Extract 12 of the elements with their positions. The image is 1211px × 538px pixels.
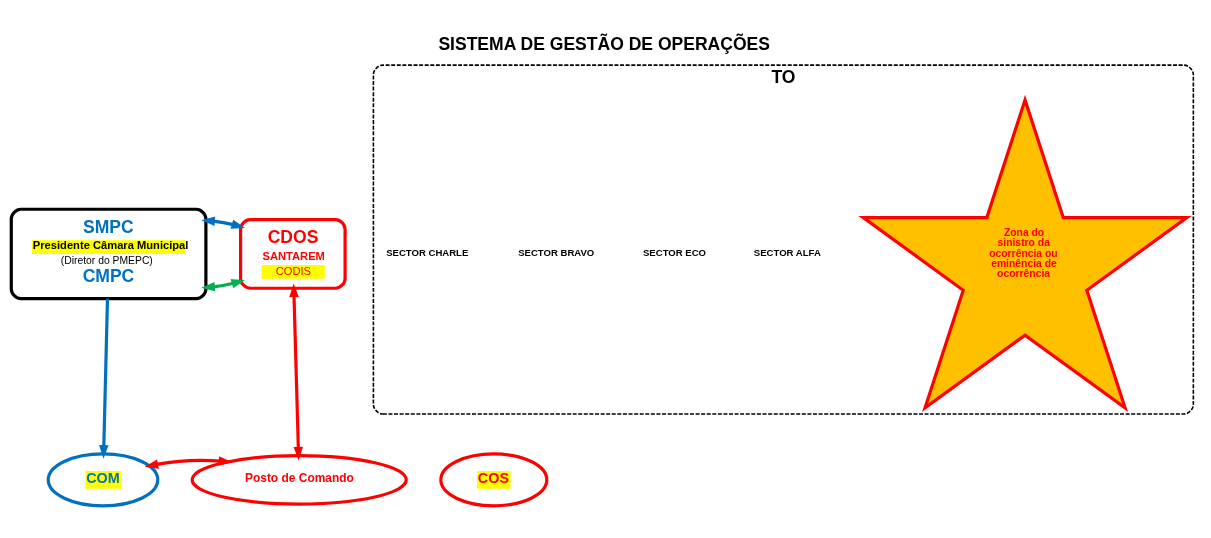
- node-ellipse: COS: [439, 451, 549, 507]
- label: SECTOR ECO: [642, 246, 707, 258]
- diagram-title: SISTEMA DE GESTÃO DE OPERAÇÕES: [438, 33, 770, 54]
- arrow: [201, 215, 245, 229]
- arrow: [144, 455, 233, 469]
- node-box: CDOS SANTAREM CODIS: [239, 217, 347, 290]
- label: SECTOR ALFA: [753, 246, 821, 258]
- label: SECTOR CHARLE: [386, 246, 469, 258]
- arrow: [99, 298, 110, 459]
- arrow: [201, 278, 245, 291]
- arrow: [289, 283, 304, 460]
- label: SECTOR BRAVO: [518, 246, 595, 258]
